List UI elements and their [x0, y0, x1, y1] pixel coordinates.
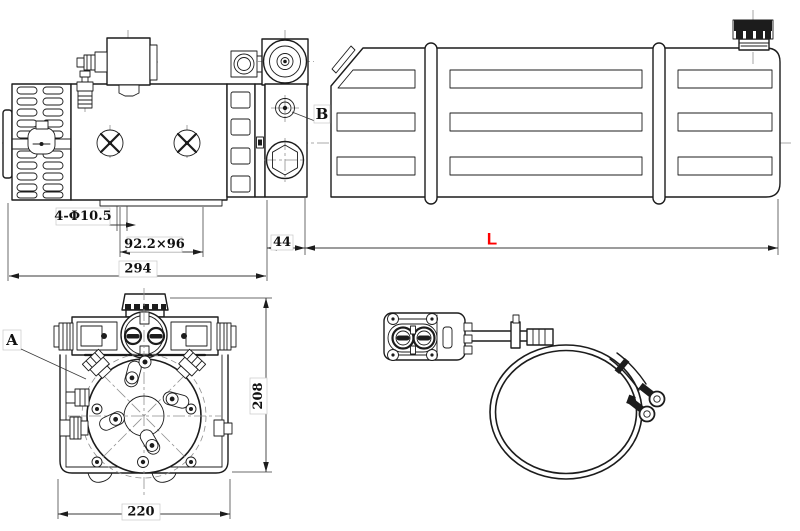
breather-fitting	[76, 66, 94, 112]
dim-overall-width: 220	[127, 505, 154, 520]
side-view: 4-Φ10.5 92.2×96 44 294 L B	[2, 10, 792, 281]
ring-terminals	[609, 352, 666, 423]
cable-gland	[471, 314, 554, 349]
housing-screw-left	[96, 125, 124, 161]
oil-tank	[330, 10, 781, 205]
relief-valve	[256, 30, 314, 94]
tank-corner-seam	[331, 45, 356, 74]
dim-hole-pattern: 92.2×96	[124, 237, 185, 252]
pendant-body	[383, 312, 473, 361]
side-fittings-right	[213, 419, 233, 437]
dim-tank-length: L	[487, 230, 497, 249]
pump-housing	[70, 83, 228, 207]
solenoid-coil	[76, 30, 158, 97]
filler-cap	[732, 10, 774, 64]
bracket-foot-right	[151, 472, 177, 483]
manifold-end-plug-left	[58, 322, 74, 351]
tank-ribs	[336, 69, 773, 176]
remote-pendant	[383, 312, 666, 480]
mounting-plate	[99, 199, 223, 207]
side-view-dimensions: 4-Φ10.5 92.2×96 44 294 L B	[7, 104, 779, 281]
motor-terminal	[27, 120, 56, 155]
end-view-dimensions: A 220 208	[2, 297, 272, 521]
housing-screw-right	[173, 125, 201, 161]
pendant-button-down	[412, 326, 436, 350]
detail-a-leader	[20, 348, 87, 380]
clamp-lug	[162, 391, 190, 409]
valve-manifold	[53, 311, 237, 359]
dim-overall-height: 208	[251, 382, 266, 409]
port-b-leader	[291, 111, 316, 122]
port-b	[271, 95, 299, 122]
dim-motor-pump-length: 294	[124, 262, 151, 277]
label-detail-a: A	[5, 331, 18, 349]
coil-connector	[94, 51, 108, 73]
motor-end-cap	[2, 109, 13, 179]
bracket-foot-left	[87, 472, 113, 483]
flange-bolts	[91, 403, 197, 468]
hex-plug	[264, 138, 306, 182]
clamp-lug	[99, 411, 125, 431]
dim-mount-holes: 4-Φ10.5	[54, 209, 111, 224]
cable-clamp	[510, 321, 521, 349]
ring-terminal	[638, 405, 656, 423]
ring-terminal	[648, 390, 666, 408]
dc-motor	[2, 83, 72, 201]
coil-mount-tab	[118, 84, 140, 97]
ribbed-plug-left	[81, 348, 112, 379]
valve-block	[264, 83, 316, 198]
motor-face	[59, 288, 233, 497]
side-fittings-left	[59, 388, 90, 440]
ribbed-plug-right	[176, 348, 207, 379]
cable-connector-barrel	[526, 328, 554, 346]
clamp-lug	[124, 360, 142, 388]
end-view: A 220 208	[2, 288, 272, 521]
tank-strap-left	[424, 42, 438, 205]
label-port-b: B	[316, 105, 329, 123]
port-fitting	[230, 50, 263, 78]
dim-valve-block-width: 44	[273, 235, 291, 250]
tank-strap-right	[652, 42, 666, 205]
clamp-lug	[139, 429, 161, 455]
coupling-section	[226, 83, 266, 198]
